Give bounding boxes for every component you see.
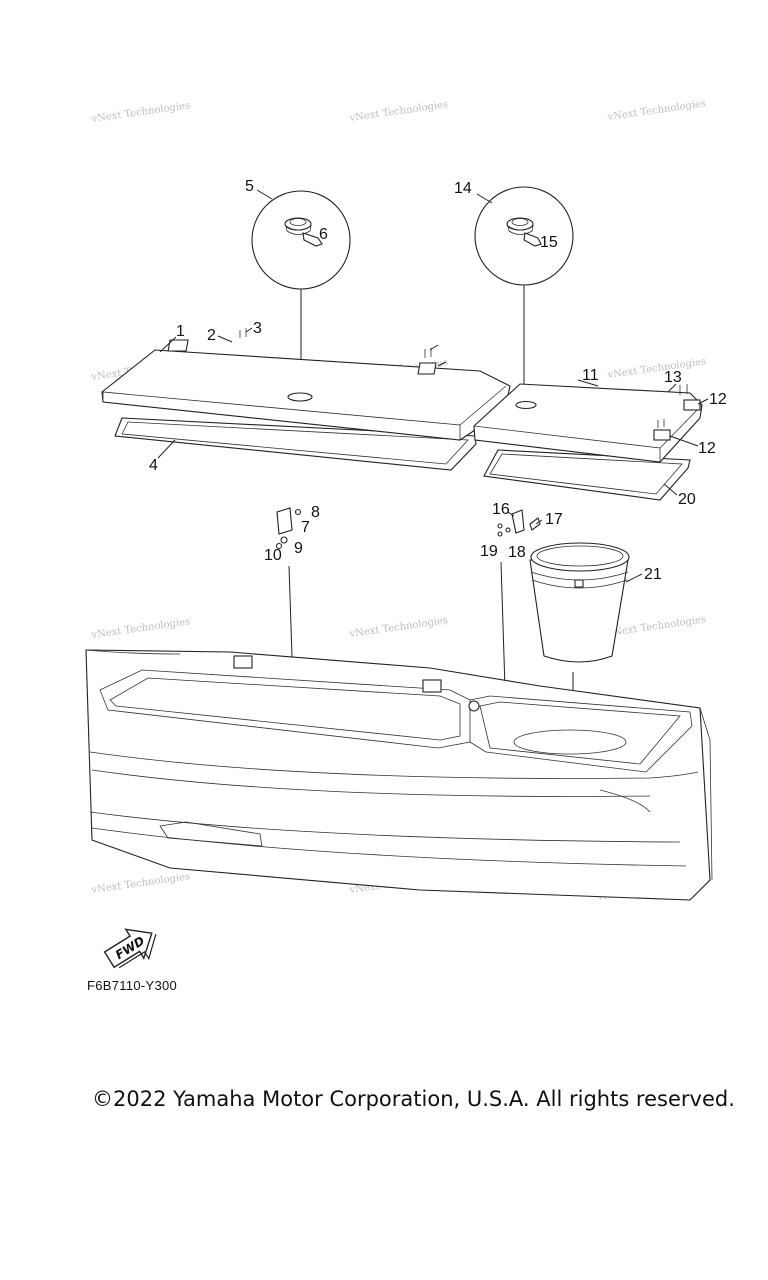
callout-9: 9 bbox=[294, 540, 303, 557]
callout-18: 18 bbox=[508, 544, 526, 561]
leader-lines bbox=[157, 327, 709, 583]
watermark: vNext Technologies bbox=[606, 98, 707, 123]
callout-13: 13 bbox=[664, 369, 682, 386]
callout-11: 11 bbox=[582, 367, 599, 384]
callout-8: 8 bbox=[311, 504, 320, 521]
callout-17: 17 bbox=[545, 511, 563, 528]
callout-4: 4 bbox=[149, 457, 158, 474]
callout-15: 15 bbox=[540, 234, 558, 251]
copyright-notice: ©2022 Yamaha Motor Corporation, U.S.A. A… bbox=[92, 1087, 735, 1111]
callout-14: 14 bbox=[454, 180, 472, 197]
callout-1: 1 bbox=[176, 323, 185, 340]
callout-12: 12 bbox=[709, 391, 727, 408]
cap-detail-left bbox=[251, 189, 351, 396]
callout-20: 20 bbox=[678, 491, 696, 508]
fwd-arrow-icon: FWD bbox=[103, 928, 157, 969]
cap-detail-right bbox=[474, 186, 574, 402]
watermark: vNext Technologies bbox=[606, 614, 707, 639]
callout-12b: 12 bbox=[698, 440, 716, 457]
callout-21: 21 bbox=[644, 566, 662, 583]
callout-labels: 1 2 3 4 5 6 7 8 9 10 11 12 12 13 14 15 1… bbox=[149, 178, 727, 583]
callout-3: 3 bbox=[253, 320, 262, 337]
watermark: vNext Technologies bbox=[90, 871, 191, 896]
bucket bbox=[529, 542, 630, 744]
watermark: vNext Technologies bbox=[90, 100, 191, 125]
callout-16: 16 bbox=[492, 501, 510, 518]
watermark: vNext Technologies bbox=[606, 356, 707, 381]
holder-hardware bbox=[497, 509, 541, 724]
callout-19: 19 bbox=[480, 543, 498, 560]
callout-6: 6 bbox=[319, 226, 328, 243]
lid-right bbox=[473, 383, 703, 463]
callout-10: 10 bbox=[264, 547, 282, 564]
watermark: vNext Technologies bbox=[348, 615, 449, 640]
watermark: vNext Technologies bbox=[348, 99, 449, 124]
callout-5: 5 bbox=[245, 178, 254, 195]
figure-code: F6B7110-Y300 bbox=[87, 978, 178, 993]
hinges bbox=[167, 328, 701, 441]
callout-2: 2 bbox=[207, 327, 216, 344]
callout-7: 7 bbox=[301, 519, 310, 536]
deck-storage bbox=[85, 649, 713, 901]
watermark: vNext Technologies bbox=[90, 616, 191, 641]
